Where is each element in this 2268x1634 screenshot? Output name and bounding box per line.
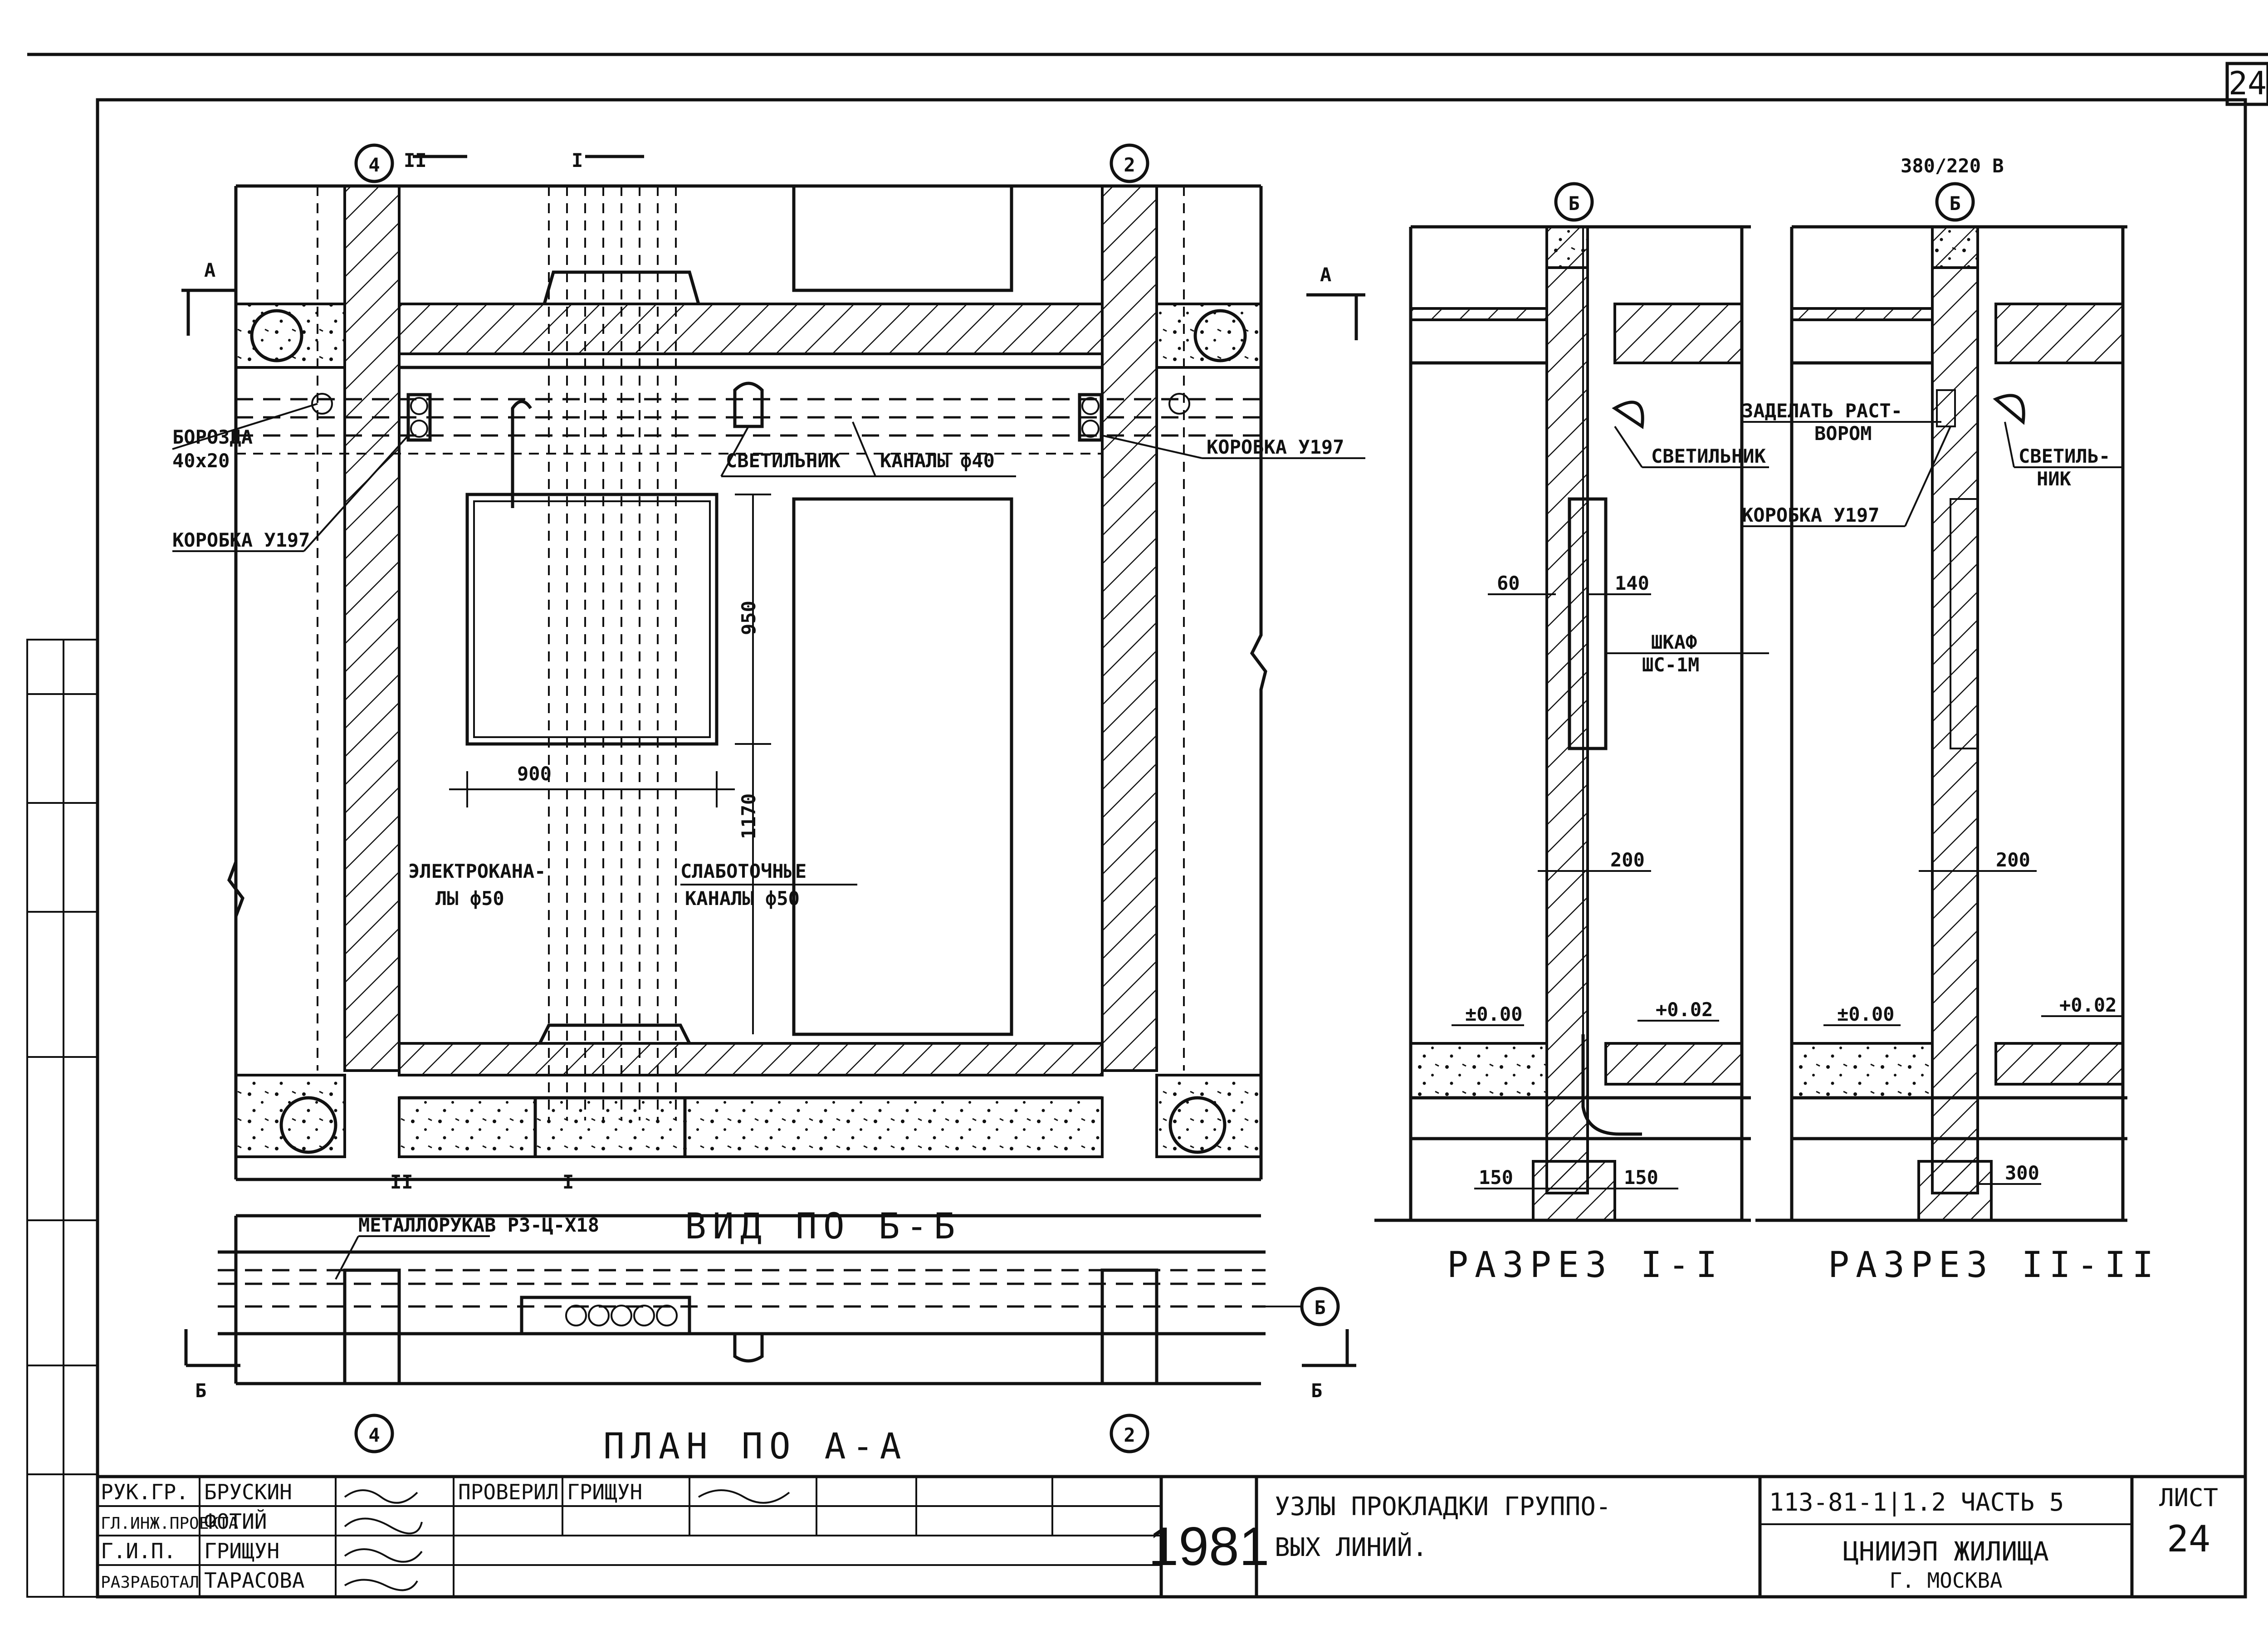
- shaft-panel: [465, 493, 719, 746]
- tb-checked-label: ПРОВЕРИЛ: [458, 1480, 559, 1504]
- label-seal-1: ЗАДЕЛАТЬ РАСТ-: [1742, 400, 1902, 422]
- axis-b-view: Б: [1314, 1296, 1325, 1319]
- sheet-number-corner: 24: [2229, 65, 2267, 102]
- signature-3: [344, 1548, 423, 1563]
- lvl-002-s2: +0.02: [2059, 994, 2116, 1016]
- dim-140: 140: [1615, 572, 1649, 594]
- tb-checked-name: ГРИЩУН: [567, 1480, 642, 1504]
- wall-axis-4: [343, 185, 401, 1072]
- mark-b-right: Б: [1311, 1380, 1322, 1402]
- dim-200-s2: 200: [1996, 849, 2030, 871]
- tb-name-4: ТАРАСОВА: [204, 1568, 305, 1593]
- label-elec-2: ЛЫ ф50: [435, 887, 504, 910]
- dim-150a: 150: [1479, 1166, 1513, 1189]
- lvl-000-s2: ±0.00: [1837, 1003, 1894, 1025]
- lvl-000-s1: ±0.00: [1465, 1003, 1522, 1025]
- tb-sheet-number: 24: [2167, 1518, 2210, 1560]
- view-bb-drawing: МЕТАЛЛОРУКАВ РЗ-Ц-Х18 ВИД ПО Б-Б Б Б Б 4…: [184, 1206, 1356, 1467]
- tb-org-2: Г. МОСКВА: [1889, 1568, 2002, 1593]
- section-mark-ii-top: II: [404, 149, 427, 171]
- lvl-002-s1: +0.02: [1656, 998, 1713, 1021]
- tb-name-1: БРУСКИН: [204, 1480, 292, 1504]
- section-2-drawing: Б 380/220 В ЗАДЕЛАТЬ РАСТ- ВОРОМ СВЕТИЛЬ…: [1742, 155, 2160, 1286]
- view-bb-title: ВИД ПО Б-Б: [685, 1206, 962, 1247]
- dim-1170: 1170: [738, 793, 760, 839]
- tb-name-2: ФОТИЙ: [204, 1509, 267, 1534]
- label-boroz-2: 40x20: [172, 450, 230, 472]
- signature-1: [344, 1489, 418, 1504]
- label-channels: КАНАЛЫ ф40: [880, 450, 995, 472]
- tb-desc-2: ВЫХ ЛИНИЙ.: [1275, 1532, 1427, 1562]
- tb-role-3: Г.И.П.: [101, 1539, 176, 1563]
- signature-2: [344, 1517, 423, 1535]
- axis-4-bottom: 4: [368, 1424, 380, 1446]
- label-box-left: КОРОБКА У197: [172, 529, 310, 551]
- label-weak-1: СЛАБОТОЧНЫЕ: [680, 860, 807, 882]
- label-cab-2: ШС-1М: [1642, 654, 1699, 676]
- plan-title: ПЛАН ПО А-А: [603, 1426, 908, 1467]
- axis-b-s1: Б: [1568, 192, 1579, 215]
- label-seal-2: ВОРОМ: [1814, 422, 1872, 445]
- tb-org-1: ЦНИИЭП ЖИЛИЩА: [1843, 1536, 2049, 1567]
- label-metal-hose: МЕТАЛЛОРУКАВ РЗ-Ц-Х18: [358, 1214, 599, 1236]
- section-1-drawing: Б СВЕТИЛЬНИК 60 140 ШКАФ ШС-1М 200 ±0.00…: [1374, 182, 1769, 1286]
- axis-2-top: 2: [1124, 154, 1135, 176]
- tb-code: 113-81-1|1.2 ЧАСТЬ 5: [1769, 1488, 2064, 1517]
- dim-150b: 150: [1624, 1166, 1658, 1189]
- signature-5: [698, 1489, 790, 1504]
- label-cab-1: ШКАФ: [1651, 631, 1697, 653]
- plan-drawing: 4 2 II I II I А А БОРОЗДА 40x20 КОРОБКА …: [172, 143, 1365, 1193]
- tb-name-3: ГРИЩУН: [204, 1539, 279, 1563]
- axis-4-top: 4: [368, 154, 380, 176]
- label-lamp: СВЕТИЛЬНИК: [726, 450, 841, 472]
- binding-strip: [26, 639, 98, 1598]
- lamp-symbol: [733, 382, 764, 428]
- sheet-number-box: [2225, 62, 2268, 106]
- dim-900: 900: [517, 763, 552, 785]
- axis-2-bottom: 2: [1124, 1424, 1135, 1446]
- tb-role-2: ГЛ.ИНЖ.ПРОЕКТА: [101, 1514, 239, 1533]
- signature-4: [344, 1579, 418, 1591]
- tb-role-4: РАЗРАБОТАЛ: [101, 1573, 199, 1592]
- label-lamp-s2-2: НИК: [2037, 468, 2072, 490]
- dim-300: 300: [2005, 1162, 2039, 1184]
- dim-950: 950: [738, 601, 760, 635]
- mark-b-left: Б: [195, 1380, 206, 1402]
- tb-sheet-label: ЛИСТ: [2159, 1483, 2218, 1512]
- dim-60: 60: [1497, 572, 1520, 594]
- section-2-title: РАЗРЕЗ II-II: [1828, 1245, 2160, 1286]
- section-1-title: РАЗРЕЗ I-I: [1447, 1245, 1724, 1286]
- label-box-right: КОРОБКА У197: [1207, 436, 1344, 458]
- section-mark-i-top: I: [572, 149, 583, 171]
- label-lamp-s2-1: СВЕТИЛЬ-: [2019, 445, 2110, 467]
- label-lamp-s1: СВЕТИЛЬНИК: [1651, 445, 1766, 467]
- label-boroz-1: БОРОЗДА: [172, 426, 253, 448]
- title-block: РУК.ГР. БРУСКИН ГЛ.ИНЖ.ПРОЕКТА ФОТИЙ Г.И…: [98, 1475, 2245, 1597]
- view-a-left: А: [204, 259, 215, 281]
- cabinet-shc1m: [1568, 497, 1608, 750]
- tb-year: 1981: [1149, 1516, 1270, 1577]
- view-a-right: А: [1320, 264, 1331, 286]
- label-weak-2: КАНАЛЫ ф50: [685, 887, 800, 910]
- axis-b-s2: Б: [1949, 192, 1960, 215]
- dim-200-s1: 200: [1610, 849, 1645, 871]
- wall-axis-2: [1101, 185, 1158, 1072]
- tb-desc-1: УЗЛЫ ПРОКЛАДКИ ГРУППО-: [1275, 1492, 1611, 1521]
- label-elec-1: ЭЛЕКТРОКАНА-: [408, 860, 546, 882]
- label-box-s2: КОРОБКА У197: [1742, 504, 1879, 526]
- tb-role-1: РУК.ГР.: [101, 1480, 189, 1504]
- section-mark-ii-bottom: II: [390, 1171, 413, 1193]
- section-mark-i-bottom: I: [562, 1171, 574, 1193]
- voltage-label: 380/220 В: [1901, 155, 2004, 177]
